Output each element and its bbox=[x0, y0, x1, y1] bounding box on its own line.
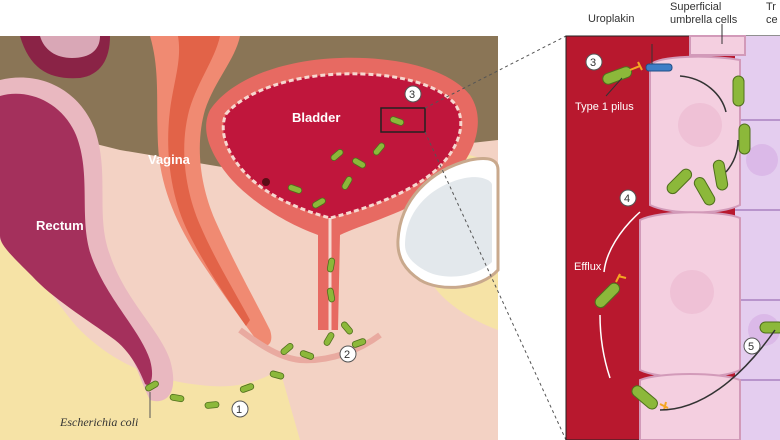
bacterium bbox=[373, 142, 385, 156]
bacterium-efflux bbox=[594, 282, 621, 309]
type1-pilus-label: Type 1 pilus bbox=[575, 101, 634, 113]
bacterium-internalized bbox=[712, 159, 729, 191]
bacterium-internalized bbox=[738, 123, 751, 155]
bladder-spot bbox=[262, 178, 270, 186]
step-2-number: 2 bbox=[344, 349, 350, 361]
superficial-label-line1: Superficial bbox=[670, 1, 721, 13]
bacterium-in-transitional bbox=[759, 321, 780, 334]
bacterium bbox=[341, 321, 353, 335]
transitional-label-line2: ce bbox=[766, 14, 778, 26]
umbrella-cell-bottom bbox=[639, 373, 741, 440]
step-5-marker bbox=[743, 337, 761, 355]
bacterium bbox=[204, 401, 220, 409]
bacterium bbox=[330, 149, 344, 161]
zoom-line-top bbox=[424, 35, 567, 109]
uroplakin-receptor bbox=[645, 63, 673, 72]
bacterium bbox=[312, 197, 326, 209]
type1-pilus bbox=[629, 61, 643, 71]
uroplakin-label: Uroplakin bbox=[588, 13, 634, 25]
bacterium-internalized bbox=[732, 75, 745, 107]
cell-nucleus bbox=[746, 144, 778, 176]
sacral-inner bbox=[40, 36, 100, 58]
invasion-arrow-2 bbox=[725, 139, 739, 173]
zoomed-epithelium-panel: 3 4 5 Type 1 pilus Efflux bbox=[565, 24, 780, 440]
bacterium bbox=[341, 176, 353, 190]
bacterium bbox=[280, 343, 294, 355]
vagina-inner bbox=[168, 36, 250, 326]
reinvasion-arrow bbox=[659, 329, 776, 411]
step-4-number: 4 bbox=[624, 193, 630, 205]
pelvic-anatomy-panel: Rectum Vagina Bladder bbox=[0, 35, 567, 440]
bladder-label: Bladder bbox=[292, 110, 340, 125]
umbrella-cells bbox=[639, 35, 746, 440]
vagina-label: Vagina bbox=[148, 152, 191, 167]
bladder-lumen bbox=[223, 73, 461, 218]
bacterium bbox=[145, 380, 159, 392]
rectum-label: Rectum bbox=[36, 218, 84, 233]
bacterium-internalized bbox=[693, 177, 716, 206]
bacterium bbox=[169, 393, 185, 403]
zoom-box bbox=[380, 107, 426, 133]
bacterium bbox=[299, 350, 315, 360]
bacterium bbox=[287, 184, 303, 194]
bladder-mucosa-line bbox=[221, 72, 463, 220]
transitional-cell-borders bbox=[735, 119, 780, 381]
pubic-bone-inner bbox=[405, 177, 492, 277]
cell-nucleus bbox=[670, 270, 714, 314]
pilus-reattach bbox=[659, 401, 669, 411]
fat-tissue-lower bbox=[0, 240, 300, 440]
bacterium-internalized bbox=[666, 168, 693, 195]
efflux-arrow bbox=[603, 211, 641, 273]
bacterium bbox=[269, 370, 285, 380]
rectum-lumen bbox=[0, 93, 153, 385]
invasion-arrow-1 bbox=[679, 75, 727, 113]
bacterium bbox=[239, 383, 255, 393]
step-4-marker bbox=[619, 189, 637, 207]
perineal-skin-fold bbox=[238, 327, 382, 364]
step-1-marker bbox=[231, 400, 249, 418]
step-3-zoom-number: 3 bbox=[590, 57, 596, 69]
step-1-number: 1 bbox=[236, 404, 242, 416]
step-3-marker bbox=[404, 85, 422, 103]
efflux-arrow-down bbox=[599, 314, 611, 379]
step-2-marker bbox=[339, 345, 357, 363]
step-5-number: 5 bbox=[748, 341, 754, 353]
transitional-label-line1: Tr bbox=[766, 1, 776, 13]
bacterium bbox=[323, 332, 335, 346]
pilus-leader bbox=[605, 77, 623, 97]
step-3-zoom-marker bbox=[585, 53, 603, 71]
step-3-number: 3 bbox=[409, 89, 415, 101]
bacterium bbox=[326, 257, 336, 273]
bacterium bbox=[351, 338, 367, 348]
efflux-label: Efflux bbox=[574, 261, 602, 273]
escherichia-coli-label: Escherichia coli bbox=[59, 415, 138, 429]
cell-nucleus bbox=[678, 103, 722, 147]
umbrella-cell-top bbox=[689, 35, 746, 56]
bacterium-reattaching bbox=[631, 385, 658, 410]
bacteria-ascending bbox=[145, 116, 405, 409]
zoom-line-bottom bbox=[424, 131, 567, 440]
superficial-label-line2: umbrella cells bbox=[670, 14, 738, 26]
pilus-efflux bbox=[615, 273, 627, 283]
bacterium bbox=[389, 116, 405, 126]
bacterium bbox=[352, 157, 366, 169]
bacterium bbox=[326, 287, 336, 303]
zoom-panel-border bbox=[565, 35, 780, 440]
